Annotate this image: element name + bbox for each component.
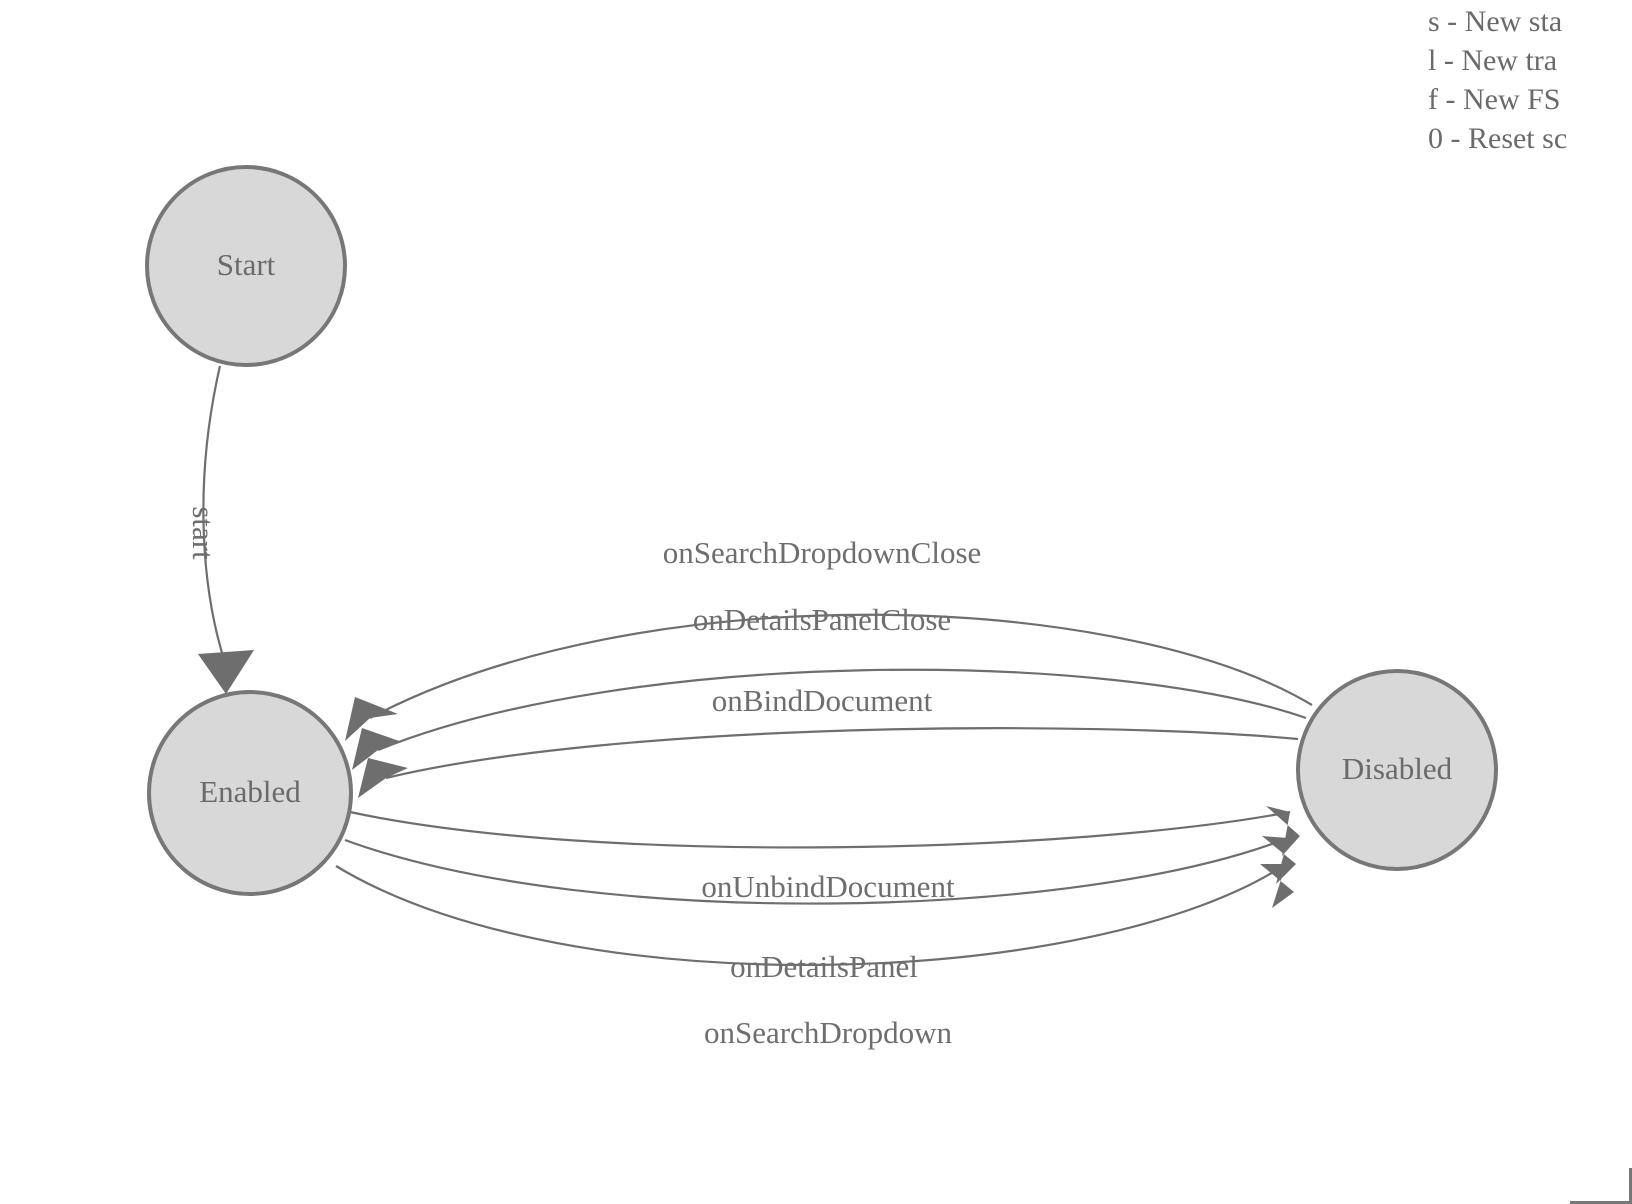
edge-label-start: start	[186, 506, 221, 560]
edge-label-onSearchDropdownClose: onSearchDropdownClose	[663, 535, 982, 570]
arrow-head-onUnbindDocument	[1266, 806, 1300, 856]
edge-path-onBindDocument	[385, 727, 1299, 780]
node-enabled-circle[interactable]	[147, 690, 353, 896]
edge-path-onDetailsPanelClose	[377, 668, 1307, 752]
edge-label-onBindDocument: onBindDocument	[712, 683, 933, 718]
arrow-head-onSearchDropdown	[1260, 864, 1294, 908]
node-enabled[interactable]: Enabled	[147, 690, 353, 896]
edge-label-onUnbindDocument: onUnbindDocument	[701, 869, 955, 904]
arrow-head-onDetailsPanelClose	[352, 728, 402, 770]
edge-path-onUnbindDocument	[349, 810, 1291, 849]
node-start[interactable]: Start	[145, 165, 347, 367]
edge-label-onDetailsPanel: onDetailsPanel	[730, 949, 918, 984]
arrow-head-onBindDocument	[358, 758, 408, 798]
edge-path-start	[202, 365, 228, 667]
edge-onBindDocument[interactable]	[358, 727, 1299, 798]
edge-onDetailsPanelClose[interactable]	[352, 668, 1307, 770]
arrow-head-onDetailsPanel	[1262, 836, 1296, 884]
edge-path-onSearchDropdown	[335, 863, 1287, 967]
edge-onDetailsPanel[interactable]	[344, 836, 1296, 905]
edge-path-onSearchDropdownClose	[369, 613, 1313, 719]
node-disabled-label: Disabled	[1342, 751, 1453, 786]
node-start-circle[interactable]	[145, 165, 347, 367]
edge-onSearchDropdown[interactable]	[335, 863, 1294, 967]
node-disabled[interactable]: Disabled	[1296, 669, 1498, 871]
node-enabled-label: Enabled	[199, 774, 301, 809]
corner-vertical-edge	[1629, 1168, 1632, 1204]
edge-onSearchDropdownClose[interactable]	[345, 613, 1313, 741]
edge-start[interactable]	[198, 365, 254, 694]
arrow-head-onSearchDropdownClose	[345, 697, 398, 741]
edge-label-onSearchDropdown: onSearchDropdown	[704, 1015, 952, 1050]
node-start-label: Start	[217, 247, 276, 282]
canvas-corner-mark	[1540, 1160, 1632, 1204]
corner-horizontal-edge	[1570, 1201, 1632, 1204]
edge-onUnbindDocument[interactable]	[349, 806, 1300, 856]
edge-label-onDetailsPanelClose: onDetailsPanelClose	[693, 602, 951, 637]
node-disabled-circle[interactable]	[1296, 669, 1498, 871]
edge-path-onDetailsPanel	[344, 836, 1289, 905]
arrow-head-start	[198, 650, 254, 694]
